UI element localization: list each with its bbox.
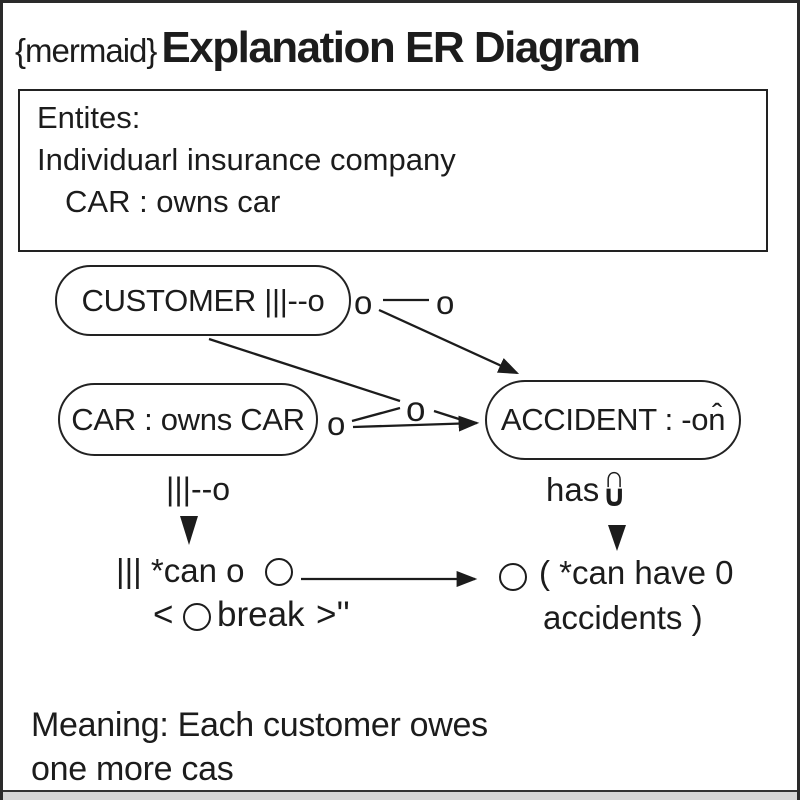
glyph-cup-icon: ∪ <box>602 480 627 513</box>
break-label: break <box>217 595 305 634</box>
glyph-cap-icon: ∩ <box>603 461 626 494</box>
line-o-car-to-o-mid <box>351 406 401 423</box>
circle-icon-can <box>265 558 293 586</box>
meaning-line1: Meaning: Each customer owes <box>31 706 488 744</box>
accident-node: ACCIDENT : -on̂ <box>485 380 741 460</box>
entities-box: Entites: Individuarl insurance company C… <box>18 89 768 252</box>
meaning-note: Meaning: Each customer owes one more cas <box>31 703 488 791</box>
car-node: CAR : owns CAR <box>58 383 318 456</box>
accident-note-line2: accidents ) <box>543 599 703 636</box>
customer-node: CUSTOMER |||--o <box>55 265 351 336</box>
accident-note-line1: ( *can have 0 <box>539 554 734 591</box>
down-arrowhead-under-car <box>180 516 198 545</box>
cardinality-o-car: o <box>327 405 346 442</box>
circle-icon-accidents <box>499 563 527 591</box>
entities-heading: Entites: <box>37 100 141 135</box>
has-label: has <box>546 471 600 508</box>
break-open-bracket: < <box>153 595 174 634</box>
down-arrowhead-under-has <box>608 525 626 551</box>
circle-icon-break <box>183 603 211 631</box>
meaning-line2: one more cas <box>31 750 234 788</box>
cardinality-o-mid: o <box>406 390 426 429</box>
break-close-bracket: >'' <box>316 595 350 634</box>
entities-line-car: CAR : owns car <box>65 184 281 219</box>
cardinality-o-top-right: o <box>436 284 455 321</box>
page-title: Explanation ER Diagram <box>161 23 641 72</box>
has-cardinality-glyph: ∩ ∪ <box>602 461 627 513</box>
line-o-mid-to-shaft <box>433 409 463 422</box>
bottom-edge-strip <box>3 790 797 800</box>
page-header: {mermaid} Explanation ER Diagram <box>15 23 641 73</box>
can-label: ||| *can o <box>116 552 245 589</box>
entities-line-individual: Individuarl insurance company <box>37 142 456 177</box>
car-cardinality-label: |||--o <box>166 471 231 507</box>
title-prefix: {mermaid} <box>15 32 157 69</box>
cardinality-o-top-left: o <box>354 284 373 321</box>
